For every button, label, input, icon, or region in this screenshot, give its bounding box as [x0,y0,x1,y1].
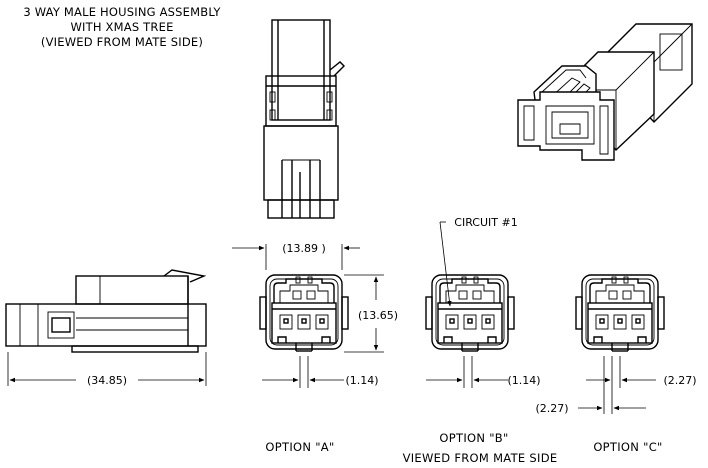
option-b-subtitle: VIEWED FROM MATE SIDE [403,451,558,465]
option-c-label: OPTION "C" [593,440,662,454]
title-line-3: (VIEWED FROM MATE SIDE) [41,35,203,49]
title-line-1: 3 WAY MALE HOUSING ASSEMBLY [23,5,221,19]
dimension-length: (34.85) [87,374,127,387]
dimension-offset-c-right: (2.27) [663,374,696,387]
title-block: 3 WAY MALE HOUSING ASSEMBLY WITH XMAS TR… [23,5,221,49]
dimension-offset-c-left: (2.27) [535,402,568,415]
dimension-pitch-a: (1.14) [345,374,378,387]
callout-circuit-1: CIRCUIT #1 [454,216,517,229]
dimension-height: (13.65) [358,309,398,322]
option-a-view: (13.89 ) (13.65) (1.14) [232,242,398,388]
isometric-view [517,23,693,161]
title-line-2: WITH XMAS TREE [70,20,173,34]
side-view: (34.85) [5,269,207,387]
option-b-view: CIRCUIT #1 (1.14) [425,216,541,388]
dimension-pitch-b: (1.14) [507,374,540,387]
option-c-view: (2.27) (2.27) [535,274,697,415]
option-a-label: OPTION "A" [265,440,334,454]
dimension-width: (13.89 ) [282,242,326,255]
top-view [263,19,345,219]
option-b-label: OPTION "B" [439,431,508,445]
